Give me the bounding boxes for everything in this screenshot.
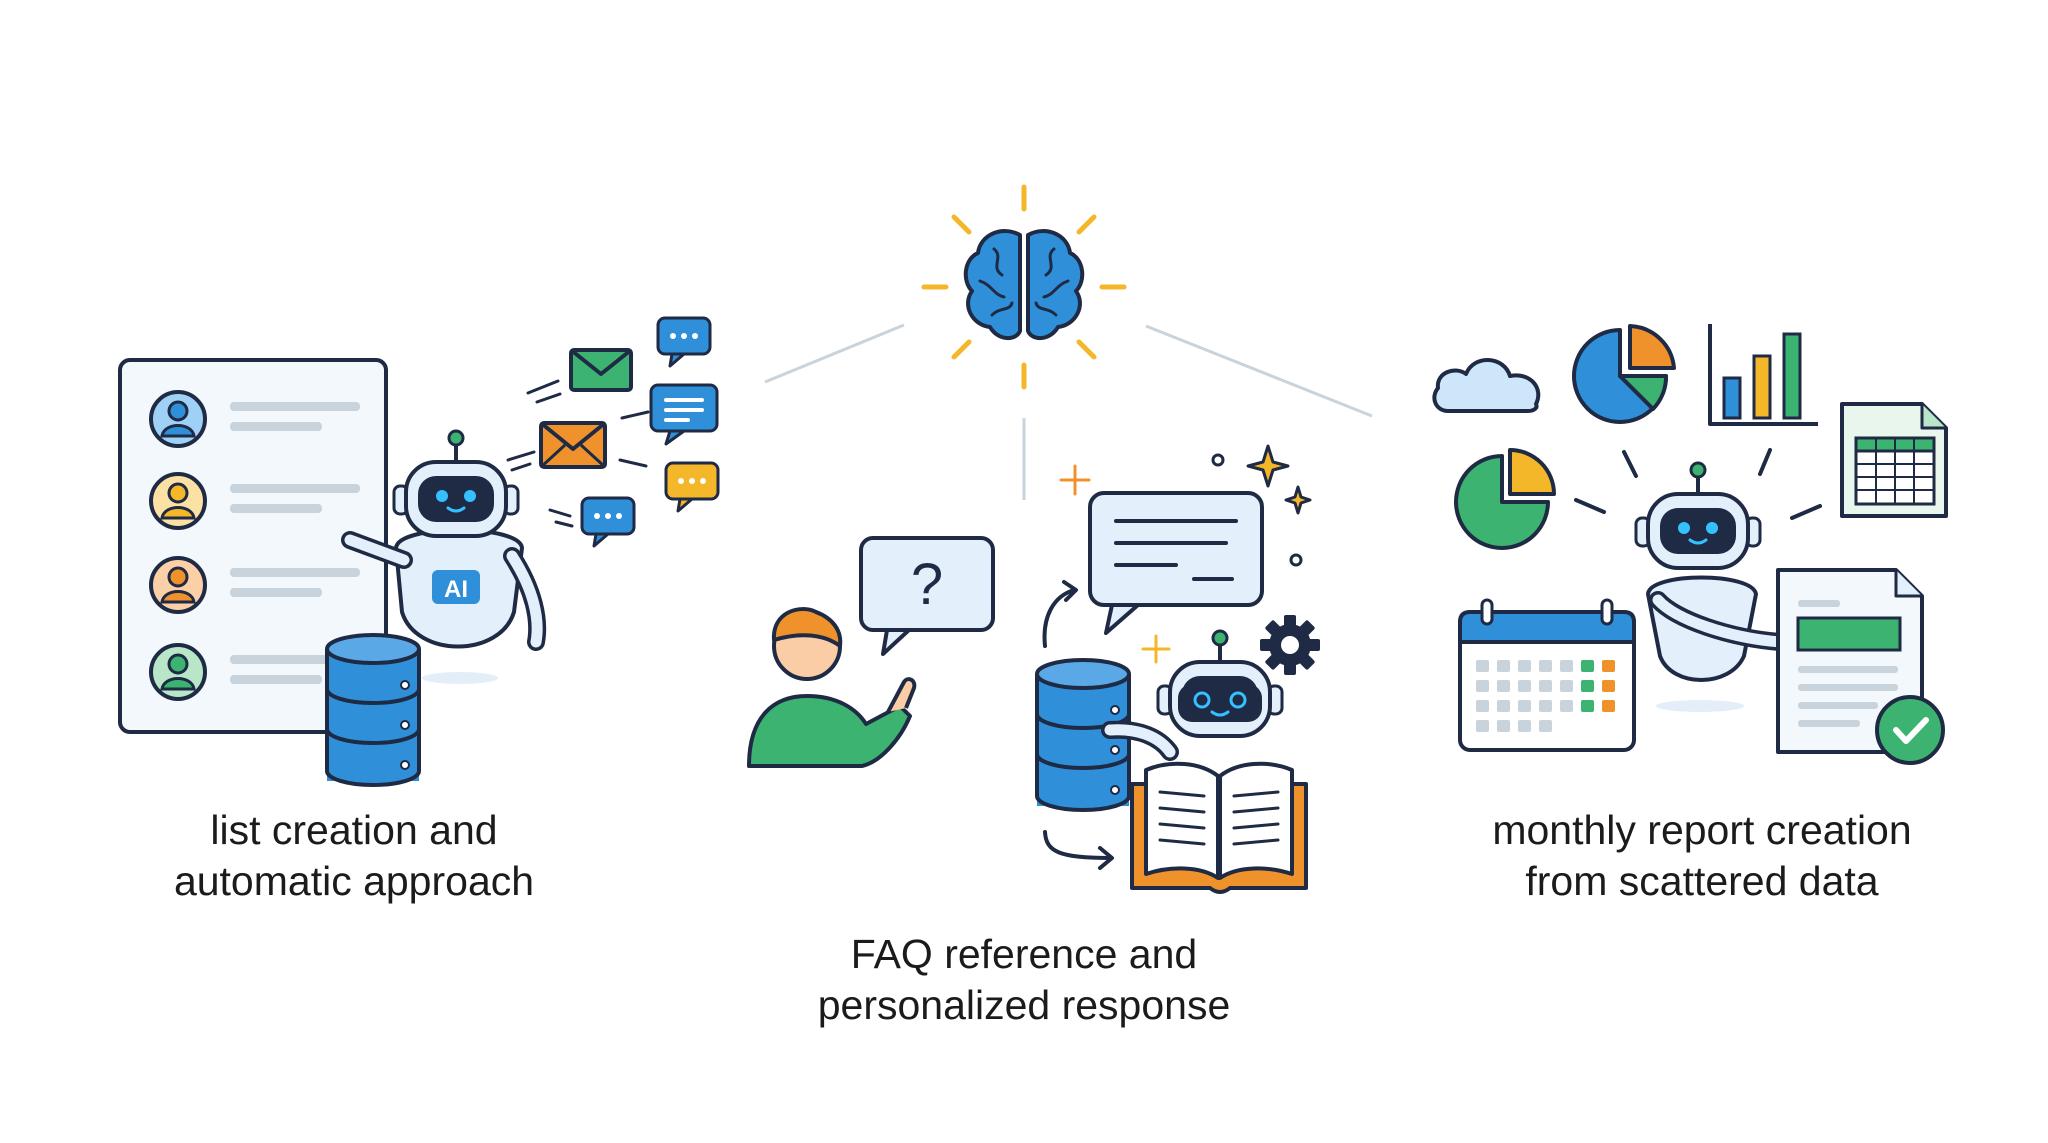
chat-bubble-icon [649, 383, 719, 446]
database-icon [325, 633, 421, 787]
question-mark: ? [911, 552, 943, 617]
caption-faq-reference: FAQ reference and personalized response [774, 929, 1274, 1031]
speed-lines [506, 379, 650, 528]
email-icon [539, 421, 607, 469]
bar-chart-icon [1708, 324, 1818, 426]
ai-badge: AI [444, 576, 468, 603]
sparkle-icon [1059, 464, 1091, 496]
caption-line: automatic approach [173, 858, 535, 904]
pie-chart-icon [1454, 448, 1556, 550]
caption-list-creation: list creation and automatic approach [104, 805, 604, 907]
spreadsheet-icon [1840, 402, 1948, 518]
contact-row [149, 556, 360, 614]
answer-bubble-icon [1088, 491, 1264, 635]
chat-bubble-icon [656, 316, 712, 368]
chat-bubble-icon [580, 496, 636, 548]
email-icon [569, 348, 633, 392]
caption-line: from scattered data [1525, 858, 1879, 904]
connector-lines [764, 323, 1373, 500]
flow-arrow [1042, 580, 1114, 870]
contact-row [149, 390, 360, 448]
cloud-icon [1432, 358, 1541, 413]
caption-monthly-report: monthly report creation from scattered d… [1452, 805, 1952, 907]
connection-ticks [1574, 448, 1822, 520]
caption-line: list creation and [210, 807, 498, 853]
brain-icon [921, 184, 1127, 390]
caption-line: monthly report creation [1492, 807, 1912, 853]
book-icon [1130, 761, 1308, 894]
chat-bubble-icon [664, 461, 720, 513]
question-bubble-icon: ? [859, 536, 995, 656]
pie-chart-icon [1572, 324, 1676, 424]
caption-line: FAQ reference and [850, 931, 1198, 977]
gear-icon [1260, 615, 1320, 675]
robot-icon [1634, 461, 1789, 712]
checkmark-icon [1875, 695, 1945, 765]
robot-icon: AI [341, 429, 547, 684]
calendar-icon [1458, 598, 1636, 752]
contact-row [149, 643, 360, 701]
robot-icon [1101, 629, 1284, 761]
user-icon [747, 607, 917, 768]
caption-line: personalized response [817, 982, 1231, 1028]
contact-row [149, 472, 360, 530]
sparkle-icon [1211, 444, 1312, 567]
sparkle-icon [1141, 634, 1171, 664]
